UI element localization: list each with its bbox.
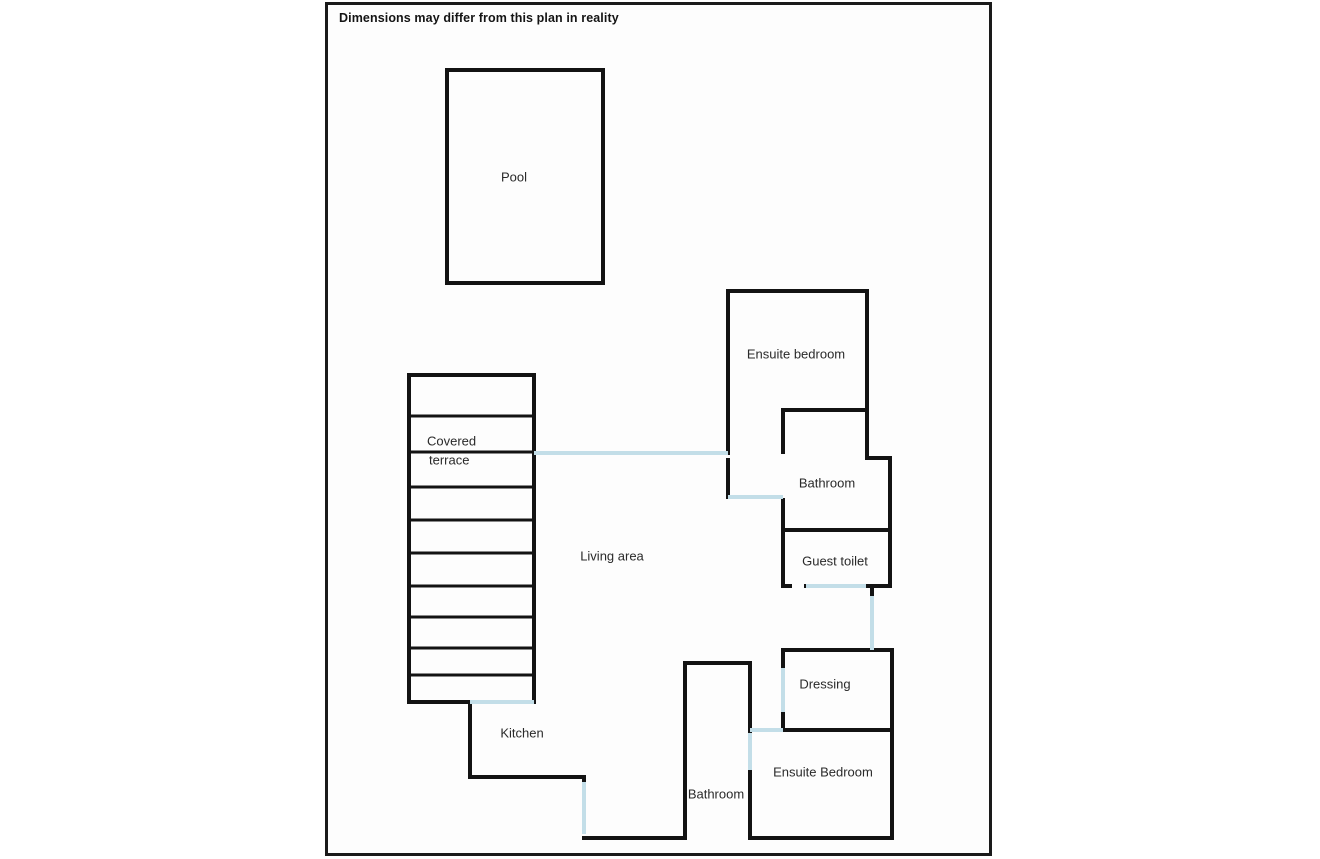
room-bathroom-lower: Bathroom [683, 661, 752, 840]
disclaimer-note: Dimensions may differ from this plan in … [339, 11, 619, 25]
ensuite-bedroom-top-label: Ensuite bedroom [747, 346, 845, 361]
room-ensuite-bedroom-top: Ensuite bedroom [726, 289, 869, 499]
dressing-label: Dressing [799, 676, 850, 691]
covered-terrace-label-line1: Covered [427, 433, 476, 448]
plan-frame-border [325, 2, 992, 856]
guest-toilet-label: Guest toilet [802, 553, 868, 568]
bathroom-upper-label: Bathroom [799, 475, 855, 490]
living-area-label: Living area [580, 548, 644, 563]
kitchen-label: Kitchen [500, 725, 543, 740]
door-openings [470, 451, 874, 834]
bathroom-lower-label: Bathroom [688, 786, 744, 801]
room-guest-toilet: Guest toilet [781, 528, 892, 600]
ensuite-bedroom-top-walls [726, 289, 869, 499]
bathroom-lower-walls [683, 661, 752, 840]
room-covered-terrace: Covered terrace [407, 373, 536, 704]
covered-terrace-label-line2: terrace [429, 452, 469, 467]
ensuite-bedroom-lower-walls [748, 728, 894, 840]
room-kitchen: Kitchen [407, 700, 687, 840]
covered-terrace-outline [407, 373, 536, 704]
bathroom-upper-walls [781, 408, 892, 532]
pool-outline [445, 68, 605, 285]
kitchen-walls [407, 700, 586, 784]
room-pool: Pool [445, 68, 605, 285]
room-dressing: Dressing [781, 648, 894, 732]
pool-label: Pool [501, 169, 527, 184]
room-bathroom-upper: Bathroom [781, 408, 892, 532]
room-ensuite-bedroom-lower: Ensuite Bedroom [748, 728, 894, 840]
ensuite-bedroom-lower-label: Ensuite Bedroom [773, 764, 873, 779]
